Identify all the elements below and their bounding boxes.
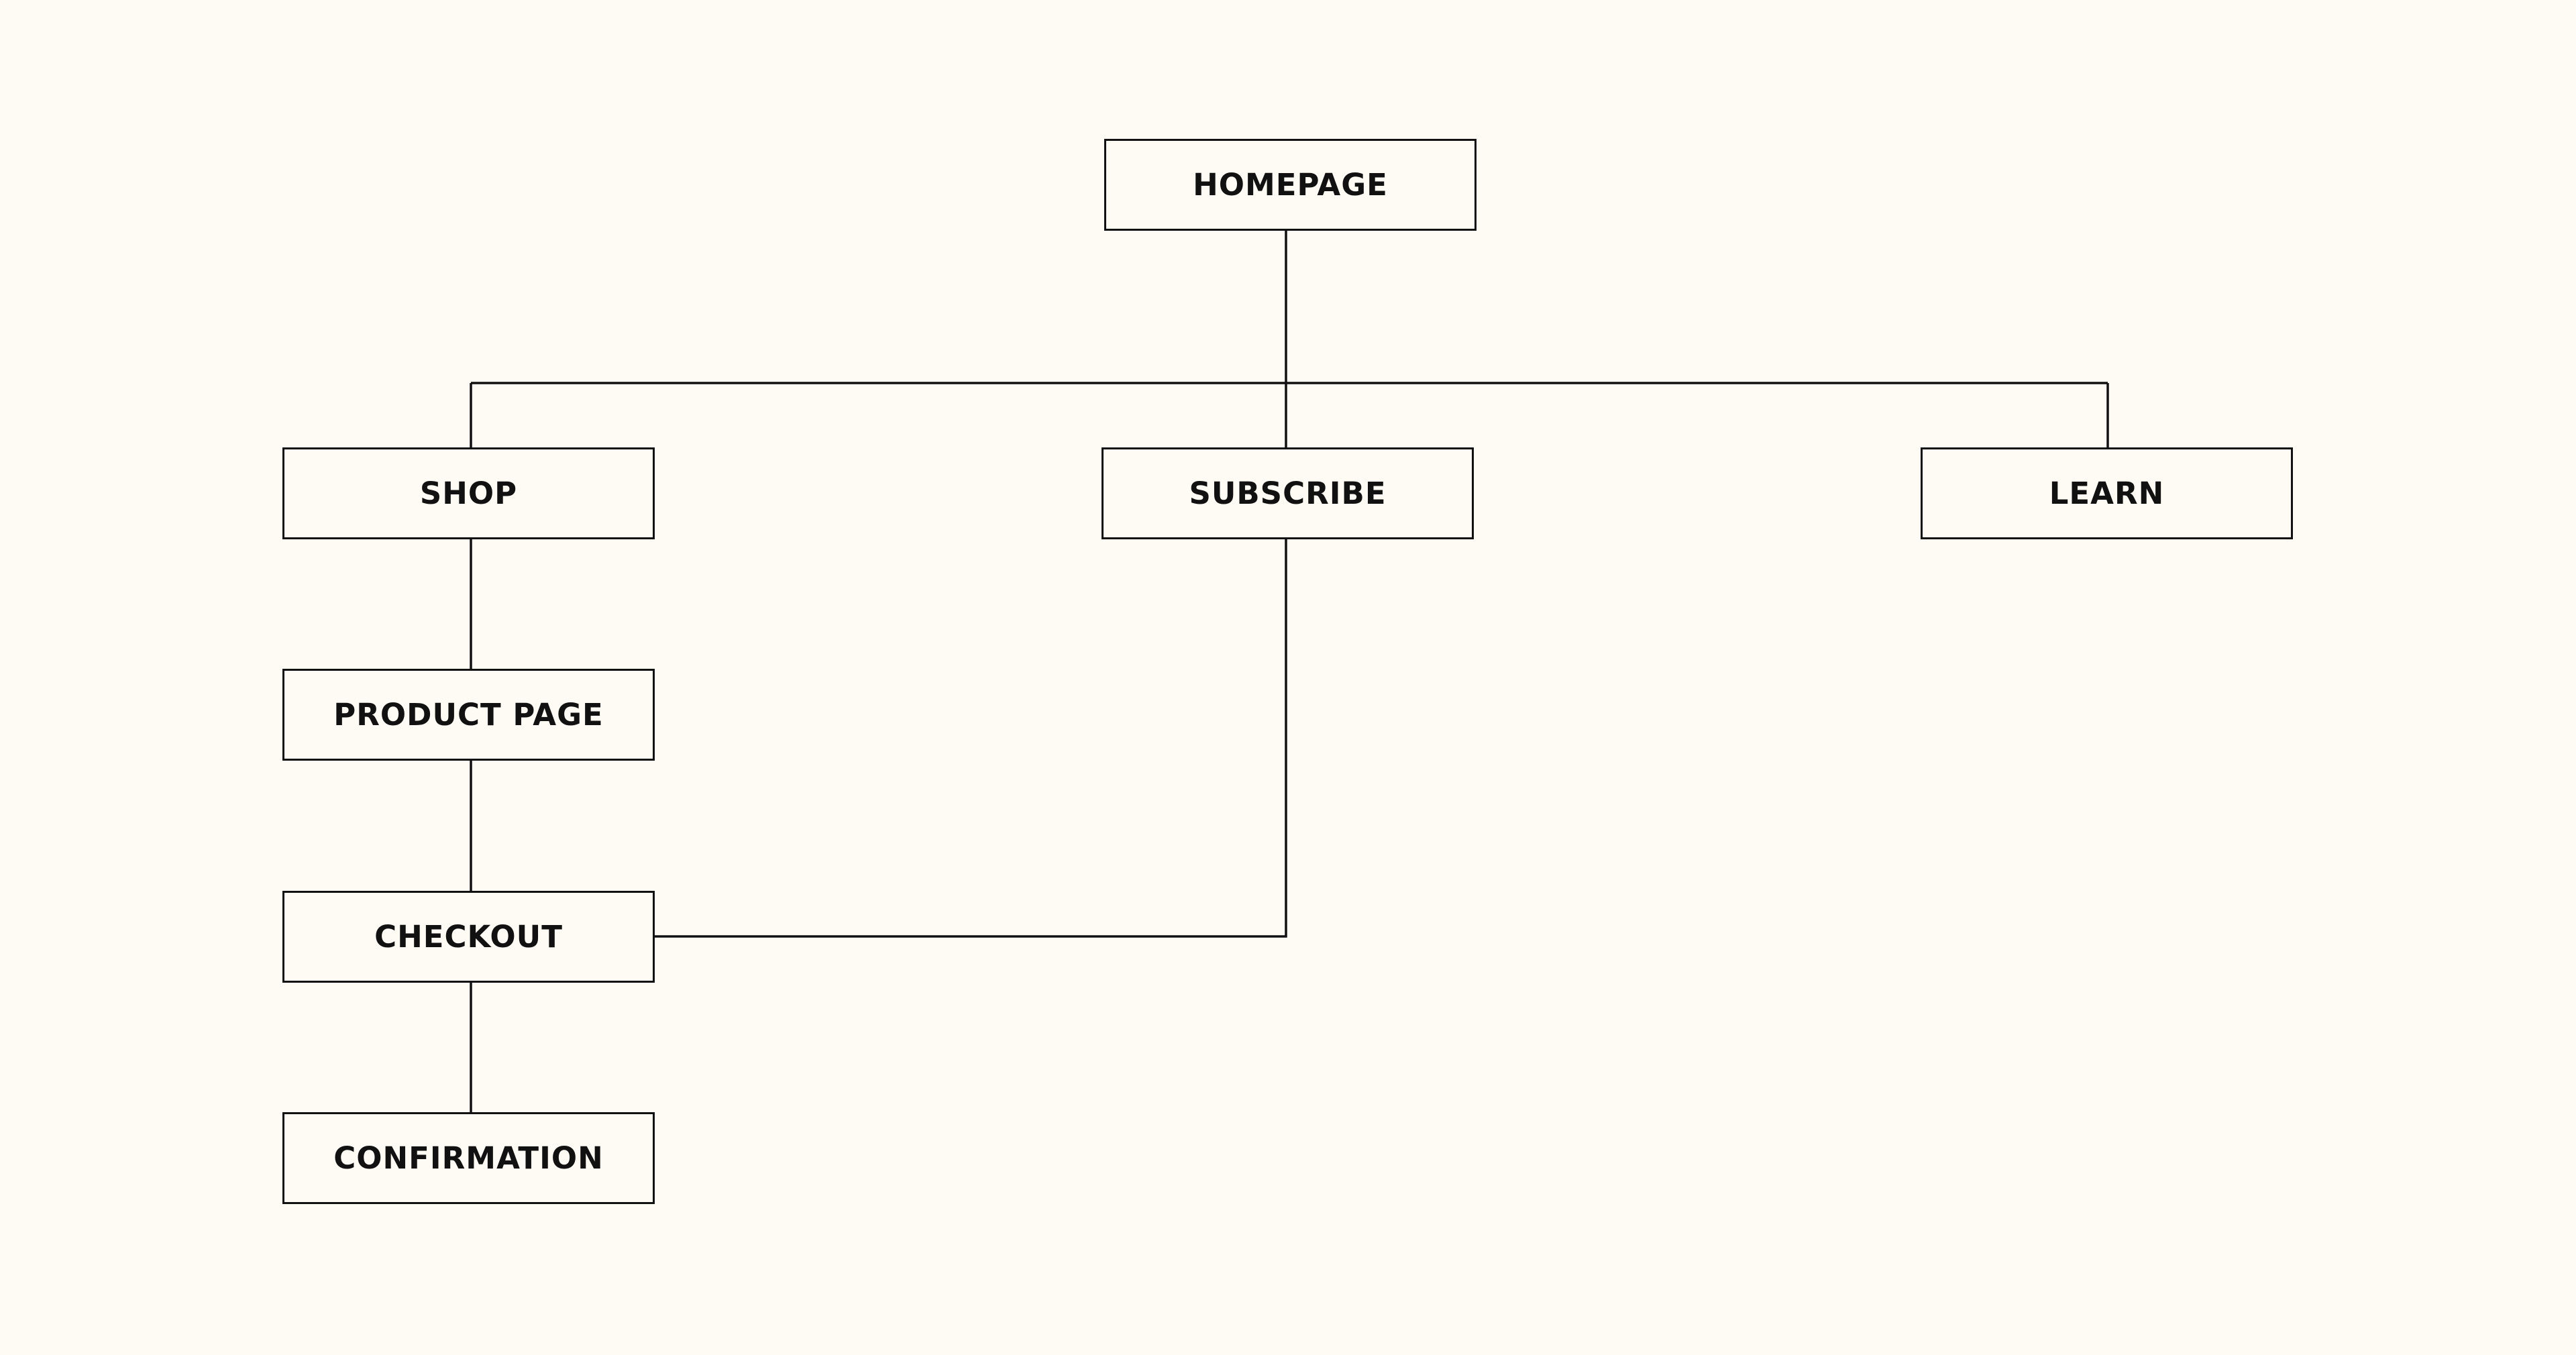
node-learn[interactable]: LEARN bbox=[1921, 447, 2293, 539]
node-confirmation[interactable]: CONFIRMATION bbox=[282, 1112, 655, 1204]
edge-subscribe-checkout bbox=[655, 539, 1287, 938]
node-product-page[interactable]: PRODUCT PAGE bbox=[282, 669, 655, 761]
node-shop[interactable]: SHOP bbox=[282, 447, 655, 539]
node-subscribe[interactable]: SUBSCRIBE bbox=[1102, 447, 1474, 539]
node-homepage[interactable]: HOMEPAGE bbox=[1104, 139, 1477, 231]
node-checkout[interactable]: CHECKOUT bbox=[282, 891, 655, 983]
